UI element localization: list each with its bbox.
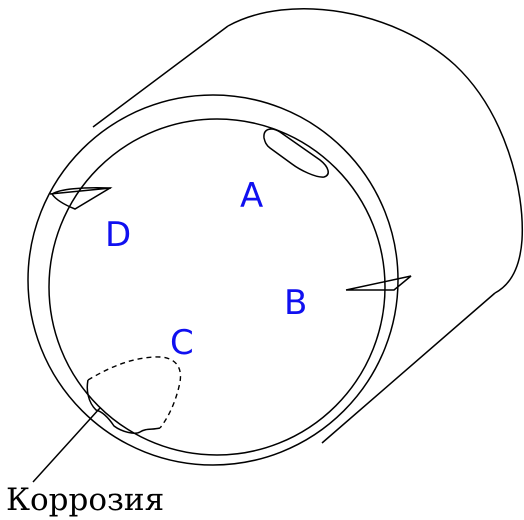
defect-d-crack-line <box>49 187 112 195</box>
pipe-back-rim <box>227 8 524 294</box>
corrosion-leader-line <box>32 407 101 483</box>
pipe-front-outer-circle <box>27 94 399 466</box>
defect-d-crack <box>50 187 113 210</box>
pipe-front-inner-circle <box>48 118 386 456</box>
label-b: B <box>284 283 307 323</box>
corrosion-solid-outline <box>86 379 161 434</box>
pipe-top-edge <box>92 25 229 128</box>
defect-b-crack <box>345 275 412 291</box>
label-c: C <box>170 323 194 363</box>
defect-a-groove <box>263 128 329 178</box>
corrosion-dashed-outline <box>87 356 182 429</box>
label-a: A <box>240 176 263 216</box>
corrosion-caption: Коррозия <box>6 482 164 518</box>
pipe-bottom-edge <box>321 292 496 444</box>
corrosion-region <box>86 356 182 434</box>
pipe-outer-shell <box>92 8 524 444</box>
label-d: D <box>105 215 131 255</box>
